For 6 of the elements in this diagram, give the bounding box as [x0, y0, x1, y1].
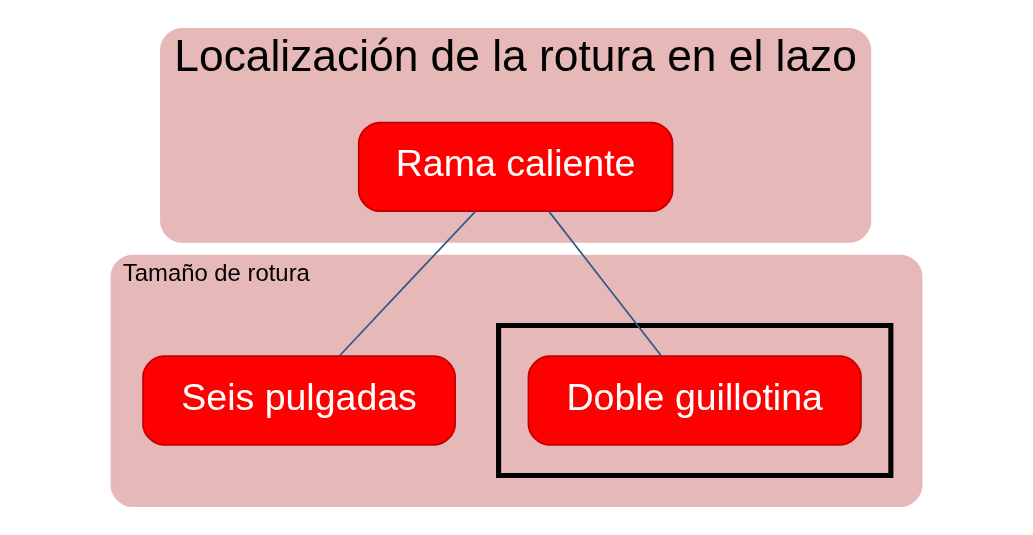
node-box: Rama caliente	[357, 121, 674, 213]
cluster	[496, 322, 894, 479]
node-box: Seis pulgadas	[142, 355, 456, 446]
connector	[548, 210, 662, 357]
connector	[338, 210, 477, 357]
node-box: Doble guillotina	[527, 355, 862, 446]
